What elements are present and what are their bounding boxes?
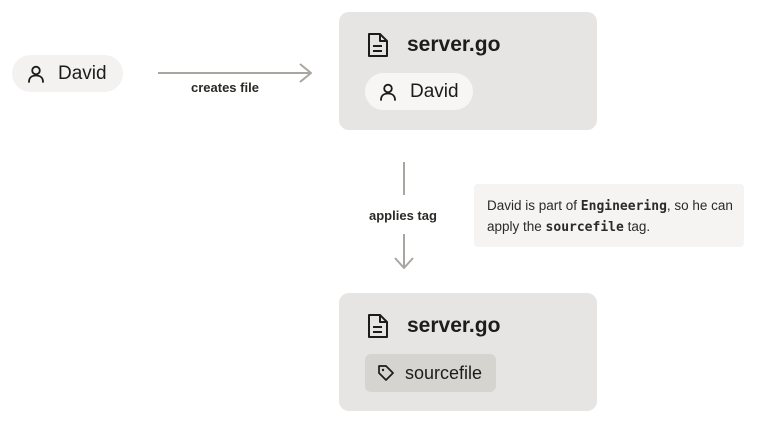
user-icon [28,65,44,83]
file-row: server.go [367,313,500,339]
owner-pill: David [365,73,473,110]
note-text: tag. [623,219,651,234]
note-group: Engineering [580,199,667,214]
tag-chip: sourcefile [365,354,497,392]
applies-tag-top-line [403,162,405,195]
applies-tag-label: applies tag [369,208,437,223]
file-name: server.go [407,314,501,337]
creates-file-arrow [158,63,312,83]
owner-name: David [410,80,459,102]
permission-note: David is part of Engineering, so he can … [474,184,744,247]
user-name: David [58,62,107,84]
note-text: David is part of [487,198,581,213]
note-text: , so he can apply the [487,198,733,234]
creates-file-label: creates file [191,80,259,95]
note-tag: sourcefile [545,220,624,235]
tag-label: sourcefile [405,362,483,383]
file-card-tagged: server.go sourcefile [339,293,597,411]
applies-tag-arrow [394,234,414,269]
file-icon [368,314,388,338]
file-icon [368,33,388,57]
file-name: server.go [407,33,501,56]
user-icon [380,83,396,101]
user-pill-david: David [12,55,123,92]
file-card-owner: server.go David [339,12,597,130]
tag-icon [378,365,394,381]
file-row: server.go [367,32,500,58]
